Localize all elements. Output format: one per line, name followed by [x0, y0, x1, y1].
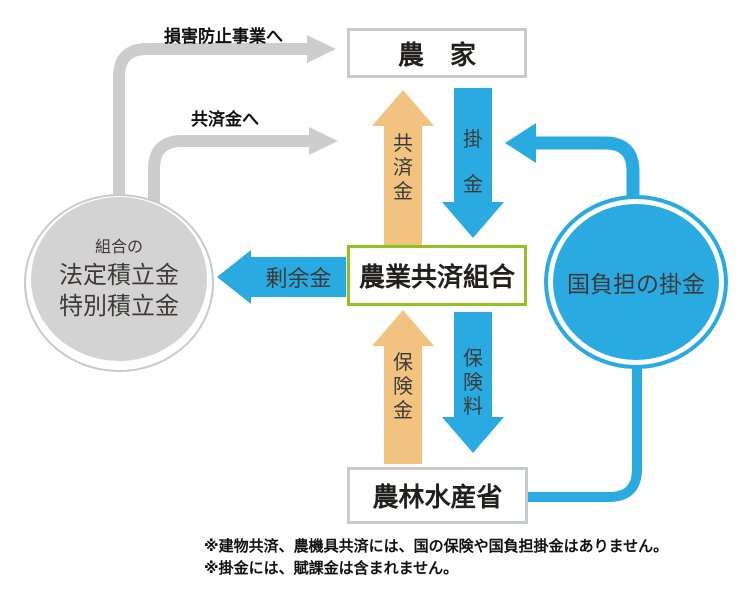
- down-arrowhead-icon: [442, 417, 504, 453]
- kyosaikin-label: 共済金: [393, 133, 413, 203]
- gov-premium-to-kakekin-line: [536, 136, 640, 207]
- gov-premium-circle: 国負担の掛金: [544, 195, 728, 369]
- joyokin-label: 剰余金: [265, 266, 332, 291]
- damage-prevention-label: 損害防止事業へ: [164, 27, 283, 46]
- arrow-body: [454, 312, 492, 417]
- up-arrowhead-icon: [372, 90, 434, 126]
- arrow-body: 剰余金: [251, 257, 346, 297]
- hokenkin-label: 保険金: [393, 352, 413, 422]
- joyokin-left-arrow: 剰余金: [217, 250, 346, 304]
- to-kyosaikin-arrowhead-icon: [309, 127, 338, 155]
- maff-box: 農林水産省: [347, 467, 528, 524]
- hokenryo-label: 保険料: [463, 347, 483, 418]
- down-arrowhead-icon: [442, 202, 504, 238]
- damage-prevention-arrow-line: [113, 43, 307, 220]
- arrow-label-wrap: 保険金: [372, 310, 434, 464]
- arrow-label-wrap: 保険料: [442, 312, 504, 453]
- reserve-fund-line3: 特別積立金: [59, 293, 179, 320]
- arrow-body: [384, 126, 422, 246]
- to-kyosaikin-label: 共済金へ: [191, 110, 259, 129]
- maff-box-label: 農林水産省: [372, 482, 503, 512]
- to-kyosaikin-arrow-line: [148, 135, 309, 222]
- arrow-label-wrap: 掛金: [442, 88, 504, 238]
- arrow-label-wrap: 共済金: [372, 90, 434, 246]
- damage-prevention-arrowhead-icon: [307, 35, 336, 63]
- farmer-box: 農 家: [347, 28, 527, 78]
- arrow-body: [384, 346, 422, 464]
- arrow-body: [454, 88, 492, 202]
- agri-mutual-union-label: 農業共済組合: [358, 262, 515, 292]
- footnote-1: ※建物共済、農機具共済には、国の保険や国負担掛金はありません。: [204, 538, 669, 555]
- kyosaikin-up-arrow: 共済金: [372, 90, 434, 246]
- up-arrowhead-icon: [372, 310, 434, 346]
- kakekin-label: 掛金: [463, 129, 483, 196]
- gov-premium-to-kakekin-arrowhead-icon: [505, 123, 536, 163]
- gov-premium-label: 国負担の掛金: [567, 271, 705, 297]
- reserve-fund-circle: 組合の 法定積立金 特別積立金: [24, 194, 214, 372]
- hokenkin-up-arrow: 保険金: [372, 310, 434, 464]
- left-arrowhead-icon: [217, 250, 251, 304]
- gov-premium-circle-fill: 国負担の掛金: [553, 204, 719, 360]
- hokenryo-down-arrow: 保険料: [442, 312, 504, 453]
- reserve-fund-line1: 組合の: [94, 239, 143, 256]
- reserve-fund-line2: 法定積立金: [59, 262, 179, 289]
- footnotes: ※建物共済、農機具共済には、国の保険や国負担掛金はありません。 ※掛金には、賦課…: [204, 536, 668, 580]
- agri-mutual-union-box: 農業共済組合: [347, 245, 527, 306]
- farmer-box-label: 農 家: [397, 39, 476, 70]
- footnote-2: ※掛金には、賦課金は含まれません。: [204, 560, 459, 577]
- gov-premium-to-maff-line: [528, 358, 642, 502]
- kakekin-down-arrow: 掛金: [442, 88, 504, 238]
- reserve-fund-circle-fill: 組合の 法定積立金 特別積立金: [31, 197, 207, 361]
